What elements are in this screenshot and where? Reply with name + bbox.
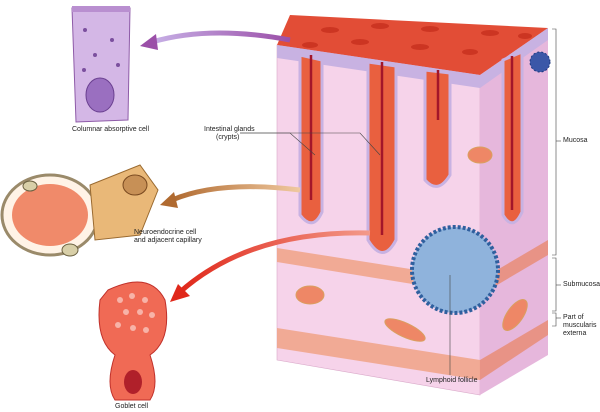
label-intestinal-glands: Intestinal glands (crypts): [204, 126, 255, 142]
lymphoid-follicle: [410, 51, 551, 315]
label-columnar-absorptive-cell: Columnar absorptive cell: [72, 126, 150, 133]
columnar-absorptive-cell: [71, 6, 131, 123]
goblet-cell: [98, 281, 168, 401]
label-submucosa: Submucosa: [563, 281, 600, 288]
label-goblet-cell: Goblet cell: [115, 403, 149, 410]
label-neuroendocrine: Neuroendocrine cell and adjacent capilla…: [134, 229, 202, 245]
label-mucosa: Mucosa: [563, 137, 588, 144]
label-muscularis-externa: Part of muscularis externa: [563, 314, 596, 338]
intestinal-glands: [298, 49, 524, 254]
label-muscularis-line3: externa: [563, 330, 587, 337]
label-intestinal-glands-line1: Intestinal glands: [204, 126, 255, 133]
label-intestinal-glands-line2: (crypts): [216, 134, 240, 141]
neuroendocrine-cell: [0, 164, 159, 257]
label-neuroendocrine-line2: and adjacent capillary: [134, 237, 202, 244]
label-muscularis-line2: muscularis: [563, 322, 597, 329]
label-muscularis-line1: Part of: [563, 314, 584, 321]
arrows: [140, 30, 371, 302]
label-lymphoid-follicle: Lymphoid follicle: [426, 377, 478, 384]
tissue-block: [276, 15, 551, 396]
label-neuroendocrine-line1: Neuroendocrine cell: [134, 229, 197, 236]
